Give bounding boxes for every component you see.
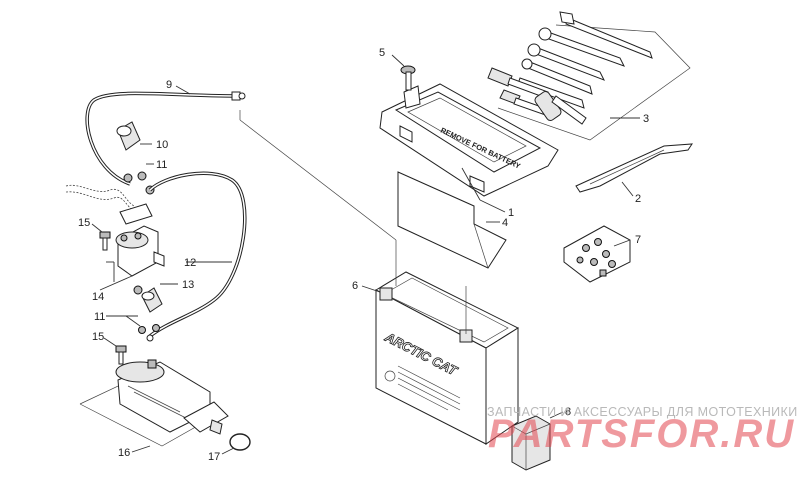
callout-11-lower: 11	[94, 311, 105, 323]
battery-cover: REMOVE FOR BATTERY	[379, 83, 559, 197]
boot-10	[116, 121, 141, 151]
starter-motor-16	[115, 359, 229, 435]
callout-9: 9	[166, 79, 172, 91]
callout-14: 14	[92, 291, 104, 303]
callout-3: 3	[643, 113, 649, 125]
callout-7: 7	[635, 234, 641, 246]
cable-12	[146, 171, 247, 342]
solenoid-14	[115, 203, 165, 277]
callout-11-upper: 11	[156, 159, 167, 171]
battery: ARCTIC CAT	[374, 271, 520, 445]
callout-13: 13	[182, 279, 194, 291]
callout-1: 1	[508, 207, 514, 219]
callout-12: 12	[184, 257, 196, 269]
o-ring-17	[229, 433, 251, 451]
callout-8: 8	[565, 406, 571, 418]
cable-9	[85, 91, 246, 186]
callout-4: 4	[502, 217, 508, 229]
watermark-logo: PARTSFOR.RU	[488, 412, 796, 456]
watermark-tagline: ЗАПЧАСТИ И АКСЕССУАРЫ ДЛЯ МОТОТЕХНИКИ	[487, 405, 798, 419]
callout-10: 10	[156, 139, 168, 151]
hardware-kit	[563, 225, 631, 283]
strap	[575, 143, 693, 193]
battery-shield	[397, 171, 507, 269]
boot-13	[141, 287, 163, 313]
callout-15-lower: 15	[92, 331, 104, 343]
bolt-15-upper	[99, 231, 111, 251]
bolt-15-lower	[115, 345, 127, 365]
callout-6: 6	[352, 280, 358, 292]
callout-16: 16	[118, 447, 130, 459]
fuse-box	[511, 415, 551, 471]
callout-15-upper: 15	[78, 217, 90, 229]
tool-kit	[487, 11, 691, 141]
callout-2: 2	[635, 193, 641, 205]
callout-5: 5	[379, 47, 385, 59]
screw-5	[400, 65, 416, 91]
callout-17: 17	[208, 451, 220, 463]
